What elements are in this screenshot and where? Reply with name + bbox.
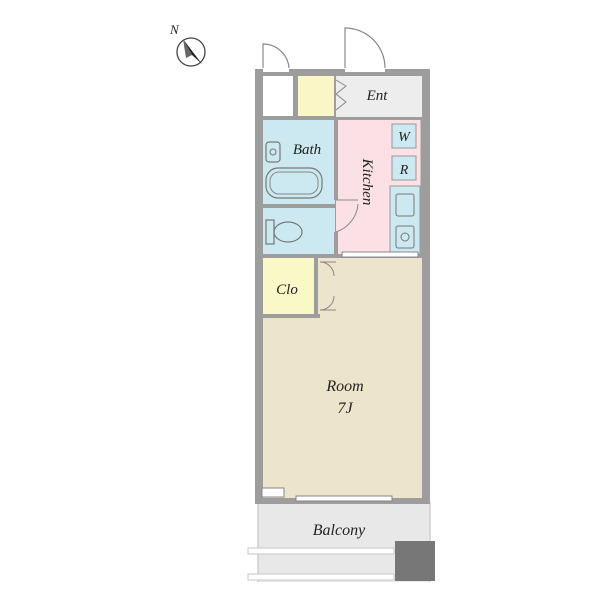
entrance-label: Ent [366, 88, 389, 104]
kitchen-label: Kitchen [359, 158, 375, 206]
aircon-unit [261, 487, 285, 498]
closet-label: Clo [276, 282, 298, 298]
bath-label: Bath [293, 142, 321, 158]
washer-label: W [398, 130, 411, 145]
service-door [262, 43, 290, 72]
window-balcony [295, 495, 393, 502]
entrance [336, 76, 422, 117]
front-door [344, 27, 386, 72]
balcony-label: Balcony [313, 522, 366, 539]
toilet-icon [265, 219, 303, 245]
closet-door [319, 261, 336, 311]
fridge-label: R [399, 163, 409, 178]
washbasin-icon [265, 141, 281, 163]
storage-niche [263, 76, 293, 117]
north-label: N [169, 22, 180, 37]
fridge-space [391, 155, 417, 181]
north-arrow-icon: N [169, 22, 206, 67]
room-size-label: 7J [337, 400, 353, 417]
toilet-room [263, 208, 335, 254]
bath-door [335, 199, 359, 233]
kitchen-window [341, 251, 419, 258]
washer-space [391, 123, 417, 149]
shoe-cabinet [298, 76, 334, 116]
kitchen-counter [389, 185, 421, 255]
bathtub-icon [265, 167, 323, 199]
balcony: Balcony [247, 502, 435, 582]
closet [263, 258, 315, 314]
room-label: Room [325, 378, 363, 395]
shoe-cabinet-door [335, 79, 347, 111]
